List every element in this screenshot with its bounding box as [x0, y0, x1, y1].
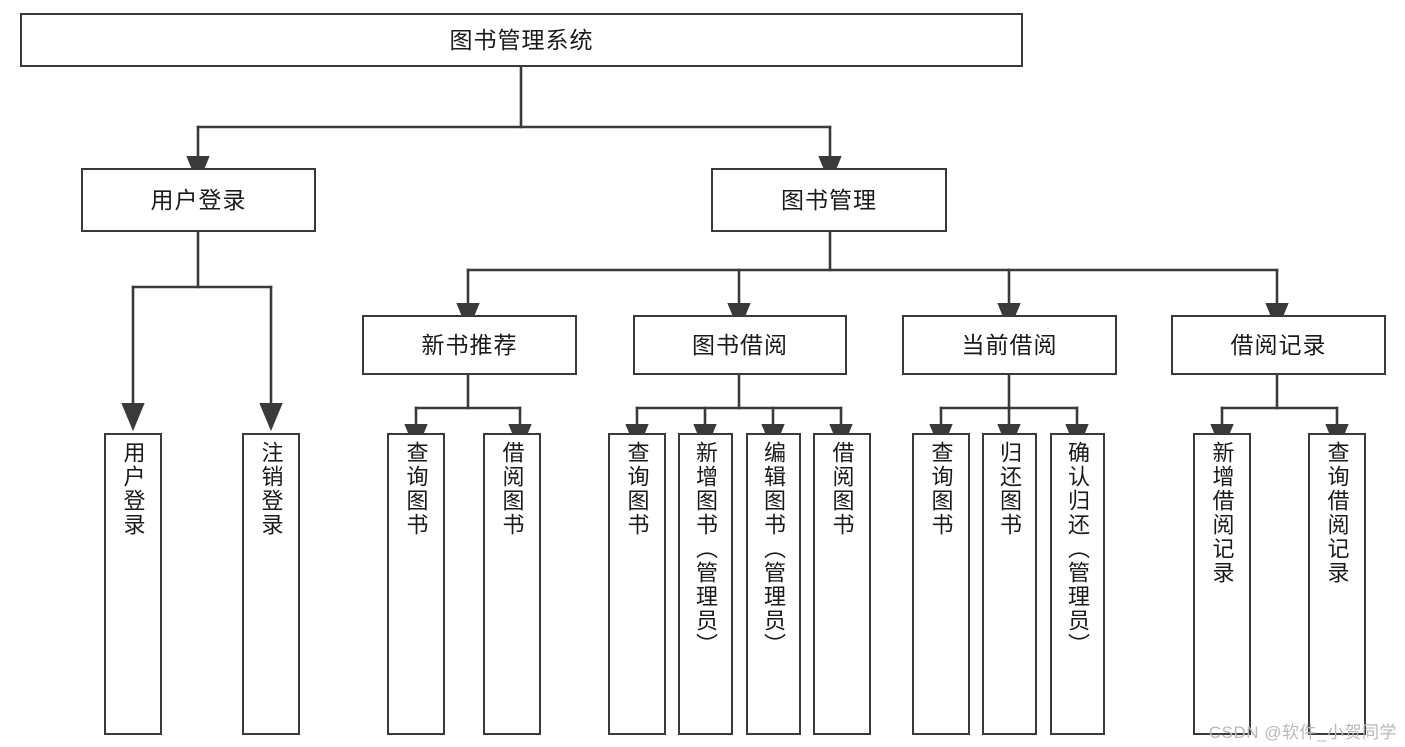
node-leaf-borrow-book-rec[interactable]: 借阅图书: [483, 433, 541, 735]
node-label: 新增借阅记录: [1209, 441, 1235, 585]
node-label: 新书推荐: [421, 331, 518, 358]
node-label: 借阅图书: [499, 441, 525, 537]
node-leaf-query-book-current[interactable]: 查询图书: [912, 433, 970, 735]
node-leaf-borrow-book[interactable]: 借阅图书: [813, 433, 871, 735]
node-label: 图书借阅: [692, 331, 788, 358]
node-root-book-management-system[interactable]: 图书管理系统: [20, 13, 1023, 67]
node-label: 用户登录: [120, 441, 146, 537]
node-label: 注销登录: [258, 441, 284, 537]
node-current-borrow[interactable]: 当前借阅: [902, 315, 1117, 375]
node-label: 新增图书（管理员）: [693, 441, 719, 657]
node-leaf-add-book-admin[interactable]: 新增图书（管理员）: [678, 433, 733, 735]
node-leaf-query-book-rec[interactable]: 查询图书: [387, 433, 445, 735]
csdn-watermark: CSDN @软件_小贺同学: [1208, 723, 1397, 742]
node-leaf-confirm-return-admin[interactable]: 确认归还（管理员）: [1050, 433, 1105, 735]
node-book-borrow[interactable]: 图书借阅: [633, 315, 847, 375]
node-label: 借阅图书: [829, 441, 855, 537]
node-label: 确认归还（管理员）: [1065, 441, 1091, 657]
node-label: 借阅记录: [1230, 331, 1327, 358]
node-borrow-record[interactable]: 借阅记录: [1171, 315, 1386, 375]
node-label: 当前借阅: [961, 331, 1058, 358]
node-leaf-logout-login[interactable]: 注销登录: [242, 433, 300, 735]
node-leaf-query-borrow-record[interactable]: 查询借阅记录: [1308, 433, 1366, 735]
node-leaf-edit-book-admin[interactable]: 编辑图书（管理员）: [746, 433, 801, 735]
node-leaf-user-login[interactable]: 用户登录: [104, 433, 162, 735]
node-book-management[interactable]: 图书管理: [711, 168, 947, 232]
node-label: 归还图书: [997, 441, 1023, 537]
node-label: 编辑图书（管理员）: [761, 441, 787, 657]
node-leaf-query-book-borrow[interactable]: 查询图书: [608, 433, 666, 735]
node-label: 查询图书: [624, 441, 650, 537]
node-user-login[interactable]: 用户登录: [81, 168, 316, 232]
node-label: 查询图书: [403, 441, 429, 537]
node-new-book-recommend[interactable]: 新书推荐: [362, 315, 577, 375]
node-label: 查询借阅记录: [1324, 441, 1350, 585]
node-label: 图书管理: [781, 186, 877, 213]
node-leaf-return-book[interactable]: 归还图书: [982, 433, 1037, 735]
node-label: 查询图书: [928, 441, 954, 537]
node-leaf-add-borrow-record[interactable]: 新增借阅记录: [1193, 433, 1251, 735]
node-label: 用户登录: [150, 186, 247, 213]
node-label: 图书管理系统: [449, 26, 594, 53]
